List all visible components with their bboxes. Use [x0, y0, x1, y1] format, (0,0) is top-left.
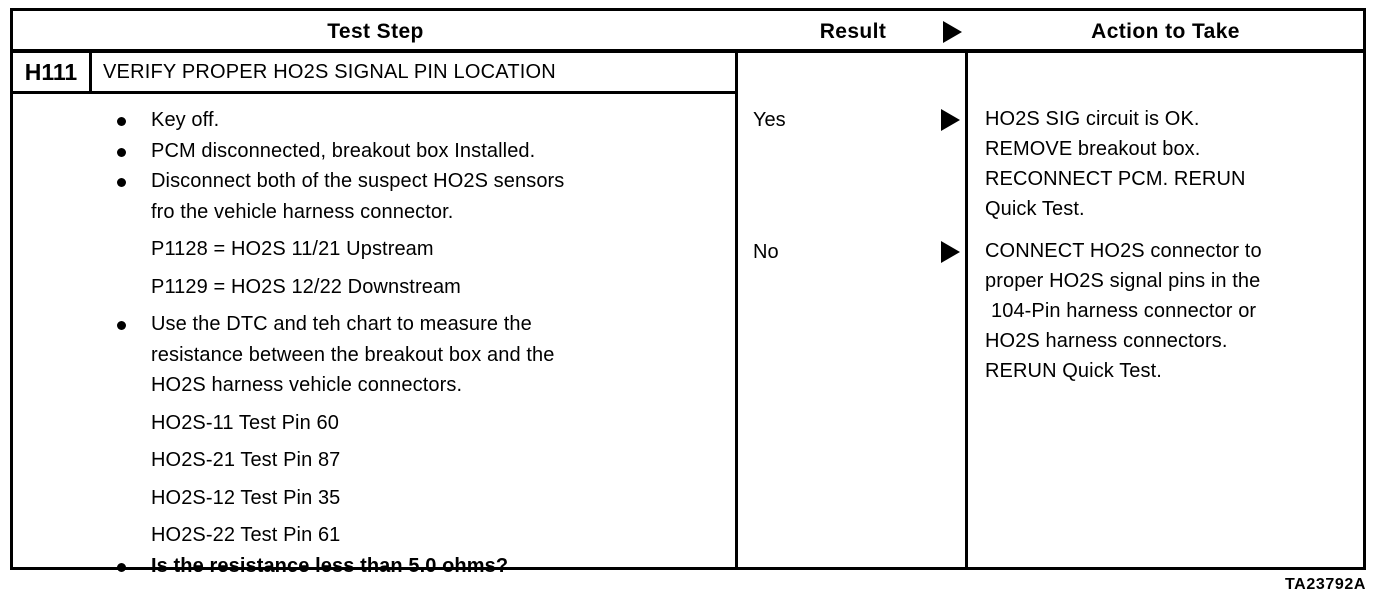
- test-step-instructions: Key off. PCM disconnected, breakout box …: [13, 94, 735, 577]
- action-line: proper HO2S signal pins in the: [985, 270, 1261, 292]
- column-header-test-step: Test Step: [13, 11, 738, 53]
- instruction-line: resistance between the breakout box and …: [151, 343, 555, 366]
- test-pin-line: HO2S-12 Test Pin 35: [151, 486, 341, 509]
- test-pin-line: HO2S-11 Test Pin 60: [151, 411, 339, 434]
- action-line: RECONNECT PCM. RERUN: [985, 168, 1246, 190]
- action-line: HO2S harness connectors.: [985, 330, 1228, 352]
- right-triangle-icon: [941, 241, 965, 263]
- dtc-code-line: P1129 = HO2S 12/22 Downstream: [151, 275, 461, 298]
- column-header-result-label: Result: [819, 20, 887, 43]
- test-step-title-rule: [13, 91, 735, 94]
- action-line: REMOVE breakout box.: [985, 138, 1201, 160]
- test-question: Is the resistance less than 5.0 ohms?: [21, 551, 727, 582]
- result-row-no[interactable]: No: [738, 238, 965, 266]
- action-line: 104-Pin harness connector or: [991, 300, 1257, 322]
- instruction-line: Key off.: [21, 105, 727, 136]
- action-line: HO2S SIG circuit is OK.: [985, 108, 1200, 130]
- instruction-line: HO2S harness vehicle connectors.: [151, 374, 463, 396]
- column-header-result: Result: [738, 11, 968, 53]
- result-row-yes[interactable]: Yes: [738, 106, 965, 134]
- action-line: RERUN Quick Test.: [985, 360, 1162, 382]
- test-pin-line: HO2S-22 Test Pin 61: [151, 524, 341, 546]
- instruction-line: PCM disconnected, breakout box Installed…: [21, 136, 727, 167]
- test-step-id-label: H111: [24, 58, 78, 85]
- test-step-id: H111: [13, 53, 92, 91]
- result-label-no: No: [753, 240, 779, 263]
- right-triangle-icon: [941, 109, 965, 131]
- column-divider-result: [735, 53, 738, 567]
- column-header-test-step-label: Test Step: [327, 20, 424, 43]
- column-header-action-label: Action to Take: [1091, 20, 1240, 43]
- column-divider-action: [965, 53, 968, 567]
- dtc-code-line: P1128 = HO2S 11/21 Upstream: [151, 238, 434, 260]
- test-step-title-label: VERIFY PROPER HO2S SIGNAL PIN LOCATION: [103, 60, 556, 83]
- result-label-yes: Yes: [753, 108, 786, 131]
- figure-code: TA23792A: [1285, 576, 1366, 593]
- result-column: Yes No: [738, 53, 965, 567]
- action-column: HO2S SIG circuit is OK. REMOVE breakout …: [968, 53, 1363, 567]
- action-block-no: CONNECT HO2S connector to proper HO2S si…: [985, 236, 1355, 386]
- table-header-row: Test Step Result Action to Take: [13, 11, 1363, 53]
- action-line: Quick Test.: [985, 198, 1085, 220]
- instruction-line: Use the DTC and teh chart to measure the: [21, 309, 727, 340]
- right-triangle-icon: [943, 21, 962, 43]
- action-block-yes: HO2S SIG circuit is OK. REMOVE breakout …: [985, 104, 1355, 224]
- column-header-action-to-take: Action to Take: [968, 11, 1363, 53]
- instruction-line: fro the vehicle harness connector.: [151, 200, 454, 223]
- action-line: CONNECT HO2S connector to: [985, 240, 1262, 262]
- test-pin-line: HO2S-21 Test Pin 87: [151, 449, 341, 471]
- pinpoint-test-table: Test Step Result Action to Take H111: [10, 8, 1366, 577]
- test-step-title: VERIFY PROPER HO2S SIGNAL PIN LOCATION: [92, 53, 735, 91]
- instruction-line: Disconnect both of the suspect HO2S sens…: [21, 166, 727, 197]
